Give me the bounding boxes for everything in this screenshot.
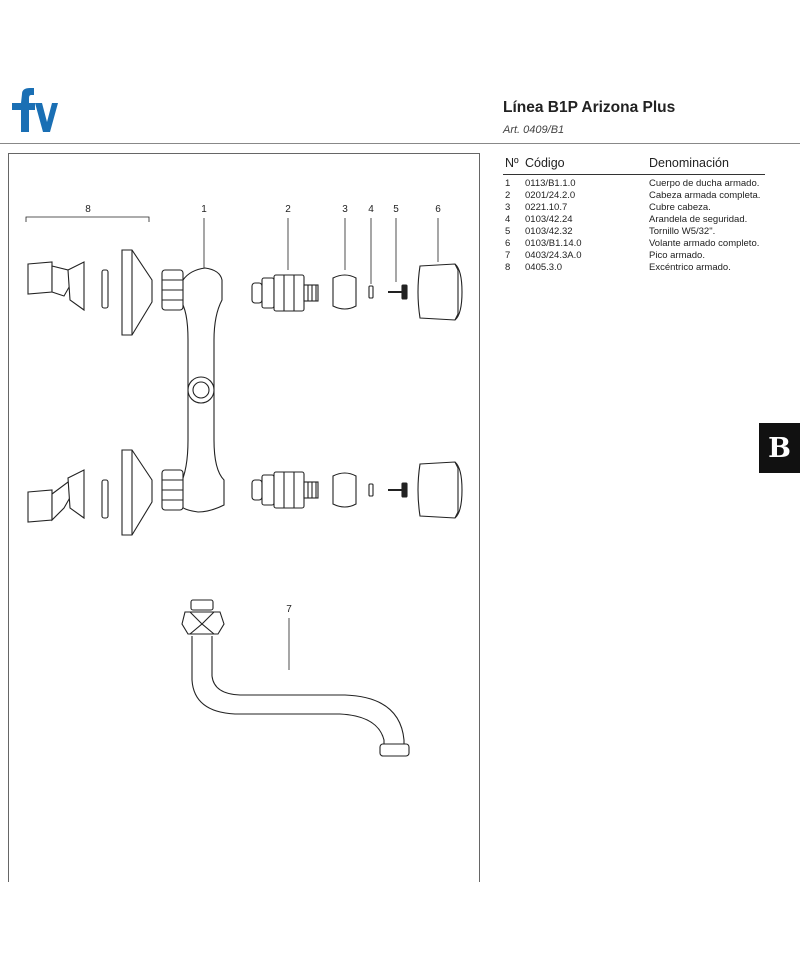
handle-bottom [417, 461, 463, 519]
table-row: 5 0103/42.32 Tornillo W5/32". [503, 226, 773, 238]
row-name: Tornillo W5/32". [649, 226, 716, 237]
head-assembly-top [251, 274, 319, 312]
table-row: 8 0405.3.0 Excéntrico armado. [503, 262, 773, 274]
row-code: 0403/24.3A.0 [525, 250, 582, 261]
row-code: 0201/24.2.0 [525, 190, 576, 201]
callout-3: 3 [342, 204, 348, 215]
screw-top [388, 284, 408, 300]
row-number: 4 [505, 214, 511, 225]
table-row: 4 0103/42.24 Arandela de seguridad. [503, 214, 773, 226]
row-code: 0103/B1.14.0 [525, 238, 582, 249]
table-row: 1 0113/B1.1.0 Cuerpo de ducha armado. [503, 178, 773, 190]
row-number: 1 [505, 178, 511, 189]
article-number: Art. 0409/B1 [503, 124, 565, 136]
diagram-frame [8, 153, 480, 882]
page-title: Línea B1P Arizona Plus [503, 99, 676, 116]
callout-5: 5 [393, 204, 399, 215]
row-number: 8 [505, 262, 511, 273]
row-name: Cubre cabeza. [649, 202, 711, 213]
table-row: 3 0221.10.7 Cubre cabeza. [503, 202, 773, 214]
section-tab: B [759, 423, 800, 473]
row-code: 0221.10.7 [525, 202, 568, 213]
eccentric-bottom [27, 449, 153, 536]
shower-body [161, 267, 225, 513]
table-row: 6 0103/B1.14.0 Volante armado completo. [503, 238, 773, 250]
head-cover-top [332, 274, 357, 310]
parts-table-header: Nº Código Denominación [503, 156, 765, 174]
row-name: Cabeza armada completa. [649, 190, 761, 201]
callout-6: 6 [435, 204, 441, 215]
washer-bottom [368, 483, 374, 497]
row-number: 7 [505, 250, 511, 261]
spout [181, 599, 410, 757]
leader-lines [25, 216, 439, 670]
row-name: Volante armado completo. [649, 238, 760, 249]
parts-table: 1 0113/B1.1.0 Cuerpo de ducha armado. 2 020… [503, 178, 773, 274]
callout-2: 2 [285, 204, 291, 215]
col-code: Código [525, 156, 565, 170]
head-cover-bottom [332, 472, 357, 508]
table-row: 7 0403/24.3A.0 Pico armado. [503, 250, 773, 262]
row-code: 0113/B1.1.0 [525, 178, 576, 189]
col-number: Nº [505, 156, 519, 170]
table-row: 2 0201/24.2.0 Cabeza armada completa. [503, 190, 773, 202]
row-code: 0405.3.0 [525, 262, 562, 273]
screw-bottom [388, 482, 408, 498]
row-code: 0103/42.32 [525, 226, 573, 237]
row-number: 2 [505, 190, 511, 201]
row-number: 3 [505, 202, 511, 213]
row-name: Cuerpo de ducha armado. [649, 178, 760, 189]
row-name: Pico armado. [649, 250, 705, 261]
callout-4: 4 [368, 204, 374, 215]
callout-8: 8 [85, 204, 91, 215]
fv-logo [12, 88, 58, 132]
head-assembly-bottom [251, 471, 319, 509]
eccentric-top [27, 249, 153, 336]
row-name: Excéntrico armado. [649, 262, 731, 273]
washer-top [368, 285, 374, 299]
table-divider [503, 174, 765, 175]
row-number: 6 [505, 238, 511, 249]
row-name: Arandela de seguridad. [649, 214, 748, 225]
callout-7: 7 [286, 604, 292, 615]
row-number: 5 [505, 226, 511, 237]
row-code: 0103/42.24 [525, 214, 573, 225]
callout-1: 1 [201, 204, 207, 215]
header-divider [0, 143, 800, 144]
handle-top [417, 263, 463, 321]
col-name: Denominación [649, 156, 729, 170]
